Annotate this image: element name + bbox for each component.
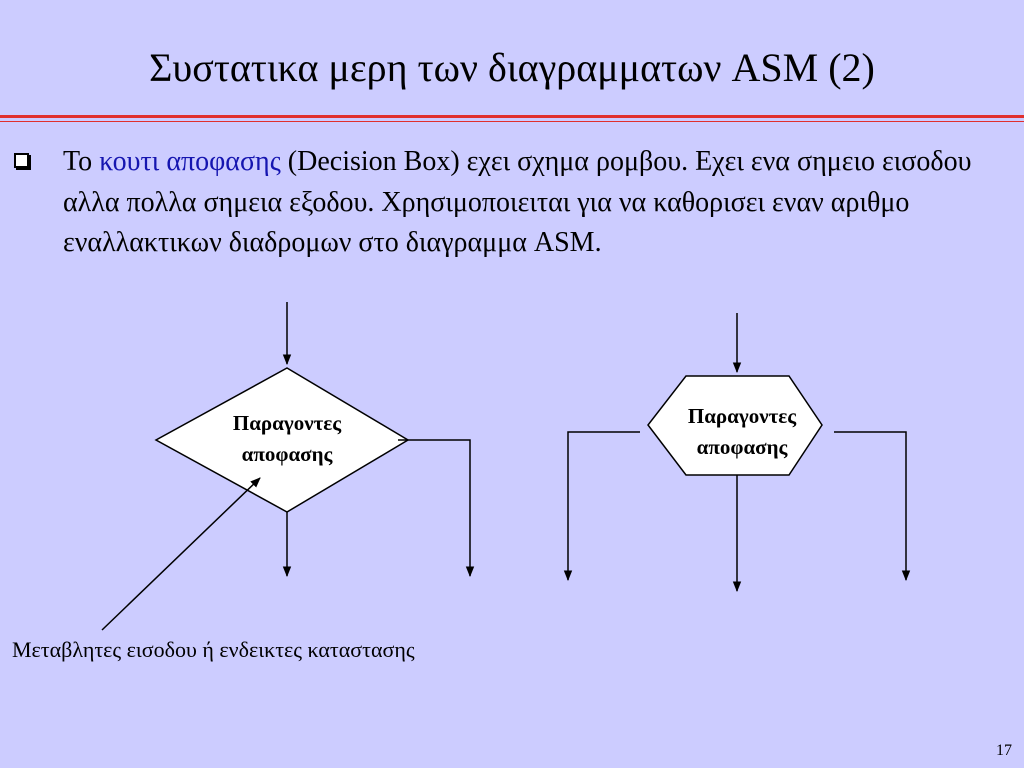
page-number: 17 [996,742,1012,759]
bullet-paragraph: Το κουτι αποφασης (Decision Box) εχει σχ… [63,142,1013,264]
diamond-exit-right-arrow [398,439,475,578]
hexagon-exit-right-arrow [834,431,911,582]
bullet-lead: Το [63,146,100,177]
hexagon-decision-box [647,375,823,476]
annotation-pointer-arrow [101,477,261,631]
diamond-label-line2: αποφασης [241,442,333,466]
hexagon-label: Παραγοντες αποφασης [652,401,832,463]
bullet-highlight: κουτι αποφασης [99,146,281,177]
hexagon-label-line2: αποφασης [696,435,788,459]
input-variables-annotation: Μεταβλητες εισοδου ή ενδεικτες κατασταση… [12,637,415,662]
diamond-label-line1: Παραγοντες [232,411,342,435]
title-divider-thin [0,121,1024,122]
title-divider [0,115,1024,118]
slide-title: Συστατικα μερη των διαγραμματων ASM (2) [149,45,875,90]
checkbox-bullet-icon [14,153,29,168]
diamond-label: Παραγοντες αποφασης [197,408,377,470]
bullet-rest: (Decision Box) εχει σχημα ρομβου. Εχει ε… [63,146,972,258]
hexagon-label-line1: Παραγοντες [687,404,797,428]
hexagon-exit-left-arrow [563,431,640,582]
